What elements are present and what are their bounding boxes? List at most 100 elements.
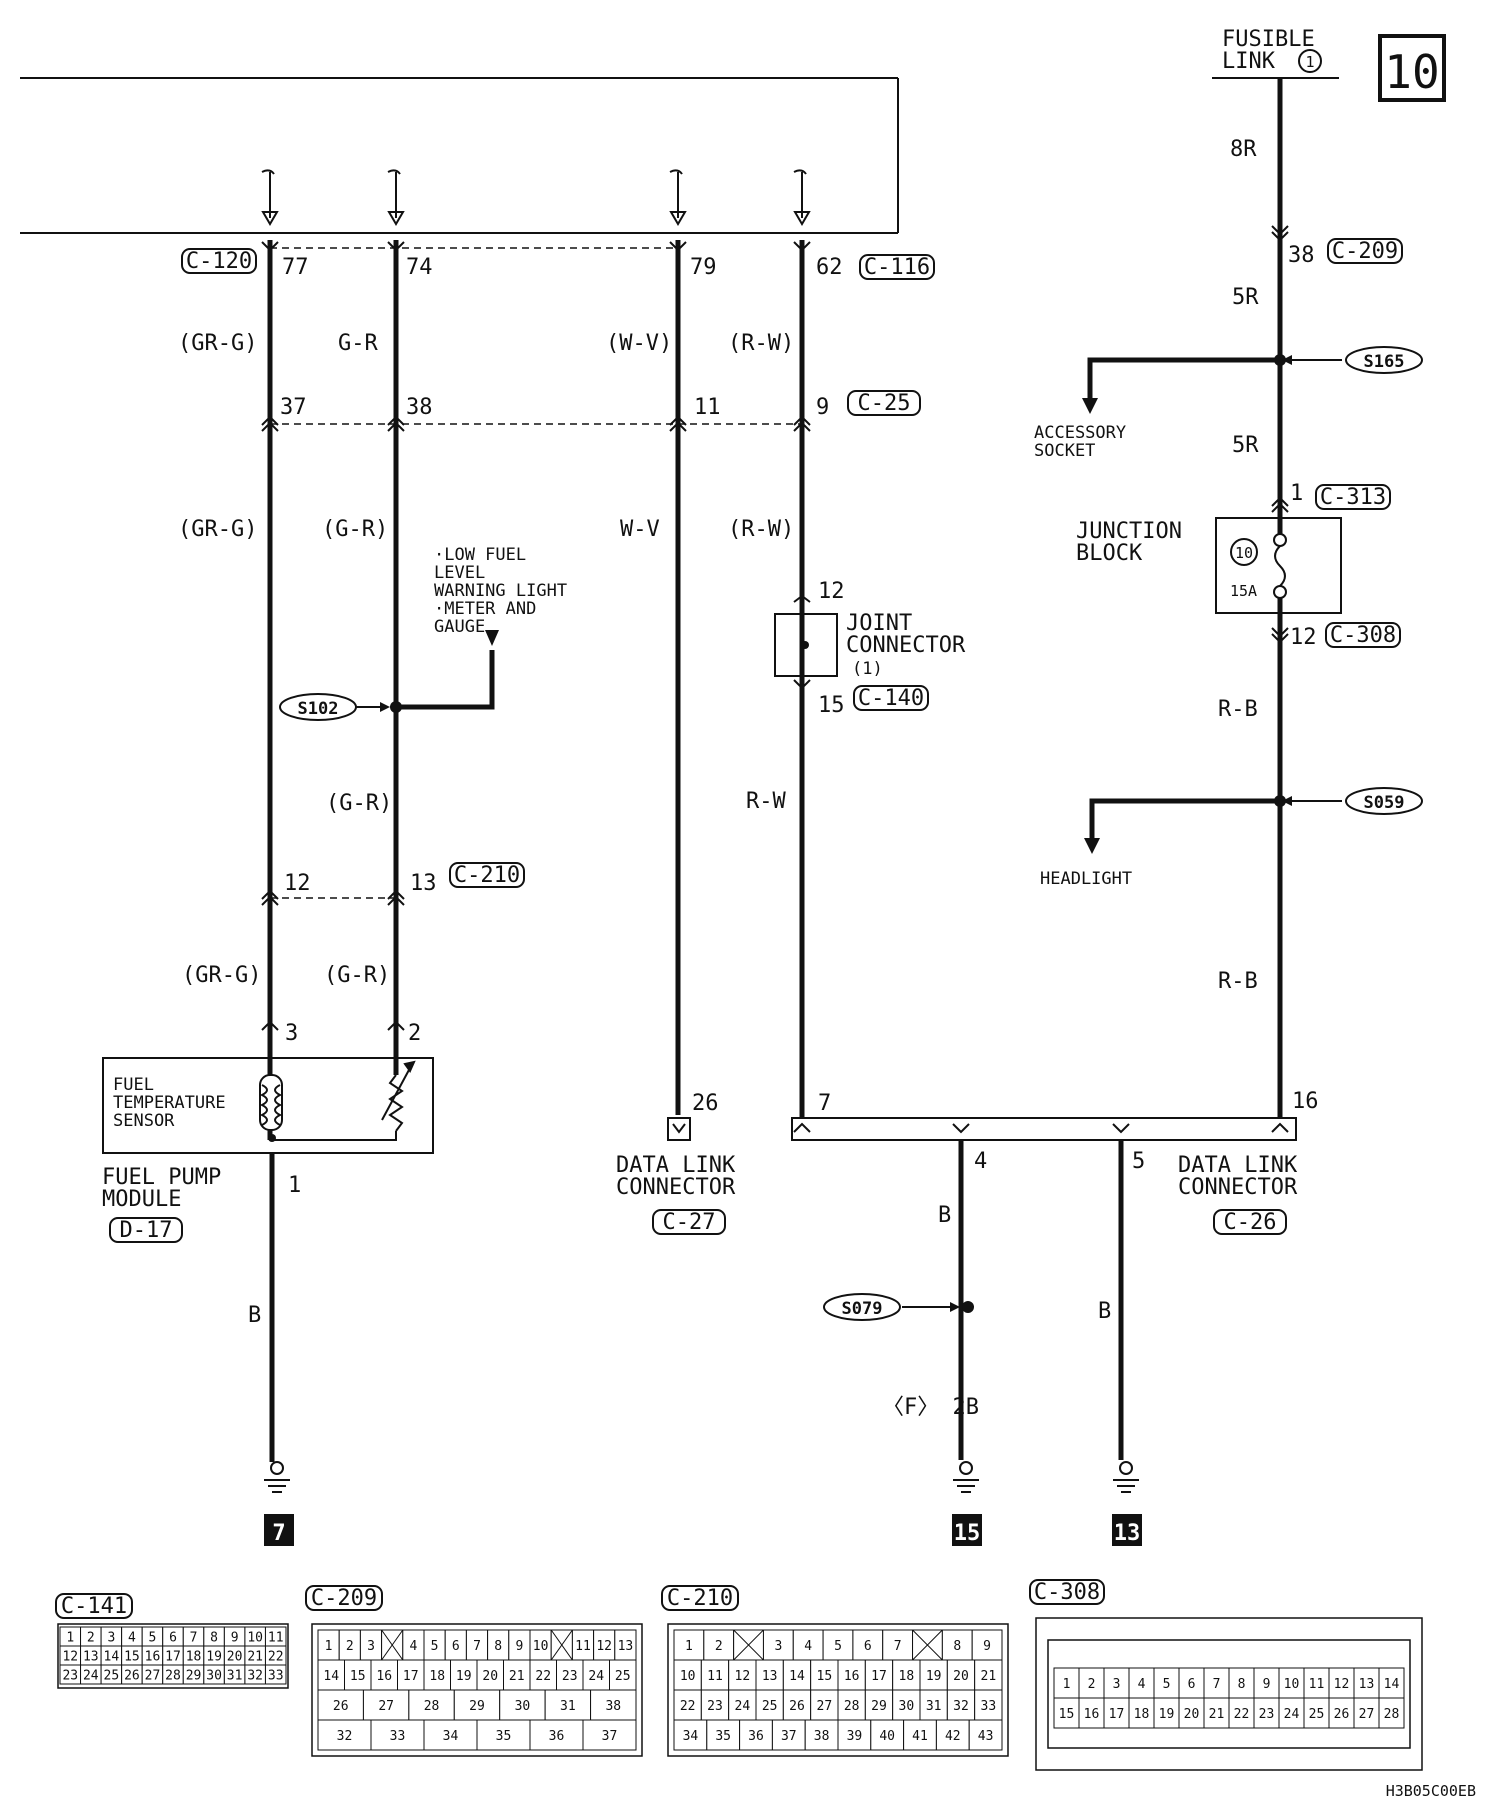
c210-cavity-label: 29 — [871, 1699, 887, 1714]
wire-color-b-2: B — [938, 1203, 951, 1228]
c141-cavity-label: 22 — [268, 1650, 284, 1665]
c141-cavity-label: 6 — [169, 1631, 177, 1646]
c308-cavity-label: 4 — [1138, 1677, 1146, 1692]
pin-1-c313: 1 — [1290, 481, 1303, 506]
c210-cavity — [706, 1719, 741, 1751]
low-fuel-line-4: ·METER AND — [434, 599, 536, 619]
c308-cavity-label: 25 — [1309, 1707, 1325, 1722]
c210-cavity — [919, 1659, 948, 1691]
c141-cavity-label: 15 — [124, 1650, 140, 1665]
connector-c308: C-308 — [1330, 623, 1396, 648]
acc-line-2: SOCKET — [1034, 441, 1095, 461]
c308-cavity-label: 8 — [1238, 1677, 1246, 1692]
s102-branch-arrow — [485, 630, 499, 646]
wire-color-f2b: 〈F〉 2B — [882, 1395, 979, 1420]
c210-cavity — [762, 1629, 794, 1661]
wire-color-g-r-4: (G-R) — [324, 963, 390, 988]
c209-cavity — [423, 1719, 478, 1751]
c210-cavity — [673, 1629, 705, 1661]
c308-cavity — [1203, 1697, 1230, 1729]
s102-label: S102 — [298, 699, 339, 719]
c308-cavity-label: 1 — [1063, 1677, 1071, 1692]
c141-cavity-label: 3 — [107, 1631, 115, 1646]
c308-cavity — [1128, 1697, 1155, 1729]
pin-79: 79 — [690, 255, 717, 280]
pin-5: 5 — [1132, 1149, 1145, 1174]
c308-cavity-label: 20 — [1184, 1707, 1200, 1722]
c308-cavity-label: 18 — [1134, 1707, 1150, 1722]
c210-cavity-label: 36 — [748, 1729, 764, 1744]
connector-c120: C-120 — [186, 249, 252, 274]
c141-cavity-label: 33 — [268, 1669, 284, 1684]
c308-cavity — [1103, 1667, 1130, 1699]
c141-cavity-label: 8 — [210, 1631, 218, 1646]
c209-cavity — [590, 1689, 637, 1721]
connector-c210: C-210 — [454, 863, 520, 888]
c308-cavity — [1353, 1667, 1380, 1699]
c210-cavity-label: 21 — [981, 1669, 997, 1684]
c209-cavity — [450, 1659, 478, 1691]
wire-color-5r-a: 5R — [1232, 285, 1259, 310]
c210-cavity — [810, 1689, 839, 1721]
pin-74: 74 — [406, 255, 433, 280]
dlc26-line-2: CONNECTOR — [1178, 1175, 1298, 1200]
c210-cavity-label: 43 — [978, 1729, 994, 1744]
c141-cavity-label: 14 — [104, 1650, 120, 1665]
c210-cavity — [864, 1659, 894, 1691]
c141-cavity-label: 16 — [145, 1650, 161, 1665]
c141-cavity-label: 31 — [227, 1669, 243, 1684]
c308-cavity — [1378, 1697, 1405, 1729]
c141-cavity-label: 26 — [124, 1669, 140, 1684]
c209-cavity-label: 2 — [346, 1639, 354, 1654]
dlc-c26-label: DATA LINK CONNECTOR — [1178, 1153, 1298, 1200]
c209-cavity-label: 23 — [562, 1669, 578, 1684]
c210-cavity-label: 27 — [817, 1699, 833, 1714]
c209-cavity-label: 15 — [350, 1669, 366, 1684]
s165-badge — [1345, 346, 1423, 374]
wire-color-g-r-3: (G-R) — [326, 791, 392, 816]
dlc26-line-1: DATA LINK — [1178, 1153, 1298, 1178]
c308-cavity — [1078, 1697, 1105, 1729]
c308-cavity-label: 21 — [1209, 1707, 1225, 1722]
connector-c140: C-140 — [858, 686, 924, 711]
c210-cavity — [700, 1689, 730, 1721]
s079-dot — [962, 1301, 974, 1313]
c141-cavity-label: 7 — [190, 1631, 198, 1646]
c210-cavity-label: 30 — [899, 1699, 915, 1714]
c209-blank-cavity — [550, 1629, 573, 1661]
c210-cavity-label: 25 — [762, 1699, 778, 1714]
c308-cavity-label: 24 — [1284, 1707, 1300, 1722]
wire-color-g-r-1: G-R — [338, 331, 378, 356]
s059-badge — [1345, 787, 1423, 815]
s102-branch — [396, 650, 495, 710]
c308-cavity — [1353, 1697, 1380, 1729]
c308-cavity-label: 13 — [1359, 1677, 1375, 1692]
c209-cavity-label: 3 — [367, 1639, 375, 1654]
c209-cavity-label: 11 — [575, 1639, 591, 1654]
c141-cavity-label: 17 — [165, 1650, 181, 1665]
fuel-temp-sensor-label: FUEL TEMPERATURE SENSOR — [113, 1075, 226, 1131]
c210-cavity-label: 18 — [899, 1669, 915, 1684]
ground-15-badge — [952, 1514, 982, 1546]
c209-cavity-label: 35 — [496, 1729, 512, 1744]
c210-cavity — [968, 1719, 1003, 1751]
dlc-c26-bar — [791, 1117, 1297, 1141]
c209-cavity-label: 6 — [452, 1639, 460, 1654]
c210-cavity — [892, 1659, 921, 1691]
c308-cavity-label: 6 — [1188, 1677, 1196, 1692]
wire-color-w-v-1: (W-V) — [606, 331, 672, 356]
c209-cavity-label: 22 — [535, 1669, 551, 1684]
c308-cavity — [1103, 1697, 1130, 1729]
c209-cavity-label: 13 — [618, 1639, 634, 1654]
pin-4: 4 — [974, 1149, 987, 1174]
low-fuel-line-2: LEVEL — [434, 563, 485, 583]
c209-cavity-label: 36 — [549, 1729, 565, 1744]
fuse-number: 10 — [1235, 544, 1253, 562]
c209-cavity — [317, 1719, 372, 1751]
c308-cavity — [1203, 1667, 1230, 1699]
c308-cavity-label: 19 — [1159, 1707, 1175, 1722]
c210-cavity-label: 14 — [789, 1669, 805, 1684]
pin-7: 7 — [818, 1091, 831, 1116]
